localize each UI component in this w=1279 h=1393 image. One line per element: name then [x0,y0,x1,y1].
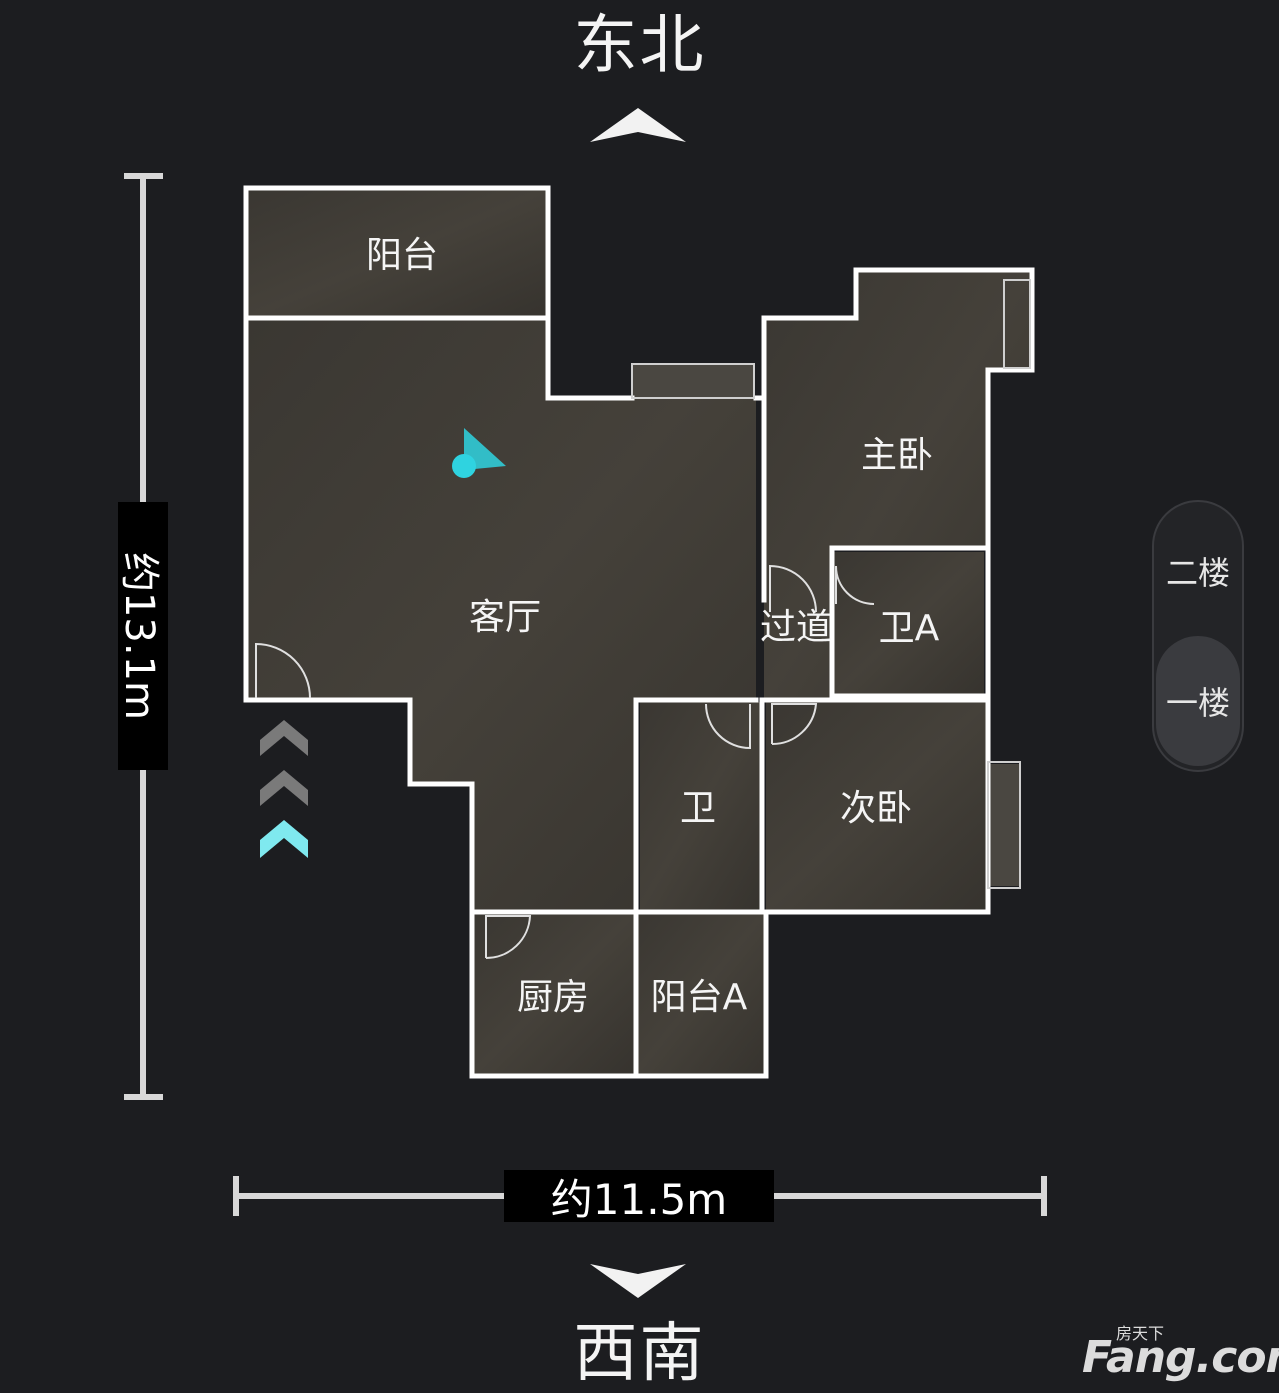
compass-northeast-label: 东北 [573,9,706,83]
balcony-a-floor [636,914,764,1074]
entry-chevron-arrows [260,720,308,858]
floor-option-2f[interactable]: 二楼 [1165,554,1230,592]
south-arrow-icon [590,1264,686,1298]
room-label-bathroom: 卫 [679,788,717,829]
living-room-floor [248,320,756,912]
room-label-kitchen: 厨房 [516,977,590,1018]
bathroom-floor [640,702,762,910]
view-direction-cone [464,428,506,470]
room-fills [248,190,1030,1074]
width-dimension-label: 约11.5m [504,1170,774,1224]
fang-logo: 房天下 Fang.com [1082,1324,1279,1383]
room-label-balcony: 阳台 [365,235,439,276]
bathroom-a-floor [834,552,984,696]
window-bay [632,364,754,398]
room-label-balcony-a: 阳台A [650,977,748,1018]
door-swings [255,564,875,960]
room-label-master-bedroom: 主卧 [860,435,934,476]
kitchen-floor [474,914,634,1074]
room-label-corridor: 过道 [759,607,833,648]
room-label-second-bedroom: 次卧 [839,788,913,829]
floor-switch: 二楼 一楼 [1152,500,1244,772]
second-bedroom-floor [766,702,986,910]
second-bedroom-bay [988,764,1020,886]
current-position-marker [452,454,476,478]
balcony-floor [248,190,546,318]
door-living [255,642,311,699]
north-arrow-icon [590,108,686,142]
windows [631,279,1031,889]
room-label-living-room: 客厅 [468,597,542,638]
height-dimension-label: 约13.1m [116,502,168,770]
room-label-bathroom-a: 卫A [878,608,940,649]
compass-southwest-label: 西南 [573,1317,706,1391]
floor-option-1f[interactable]: 一楼 [1156,636,1240,766]
